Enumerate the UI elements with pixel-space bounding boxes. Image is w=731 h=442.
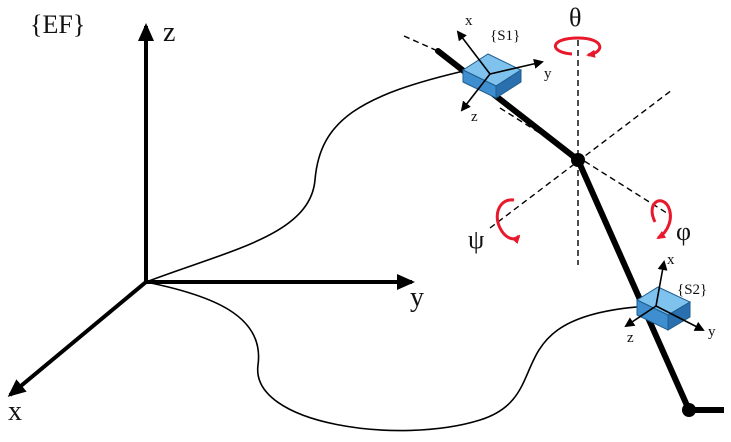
joint-axes [403,35,673,265]
curve-to-s2 [145,281,651,432]
theta-label: θ [569,3,581,32]
sensor-s1 [456,30,544,112]
curve-to-s1 [145,69,469,283]
upper-limb [435,48,581,163]
phi-label: φ [676,217,691,246]
sensor-s2 [624,260,705,331]
s2-label: {S2} [677,282,707,298]
end-joint [682,403,696,417]
s1-y-label: y [544,66,552,82]
rotation-phi-icon [650,199,672,240]
s1-label: {S1} [490,28,520,44]
joint-center [571,153,585,167]
lower-limb [575,157,692,413]
s2-x-label: x [667,252,675,268]
rotation-psi-icon [495,198,521,244]
z-axis-label: z [163,17,175,48]
x-axis [7,280,148,397]
s2-y-label: y [708,324,716,340]
y-axis-label: y [410,282,424,313]
rotation-theta-icon [553,36,602,58]
global-frame [7,23,415,397]
psi-label: ψ [468,225,484,254]
s1-z-label: z [471,109,478,125]
s1-x-label: x [465,13,473,29]
x-axis-label: x [8,396,22,427]
s2-z-label: z [627,330,634,346]
frame-label: {EF} [30,10,85,39]
